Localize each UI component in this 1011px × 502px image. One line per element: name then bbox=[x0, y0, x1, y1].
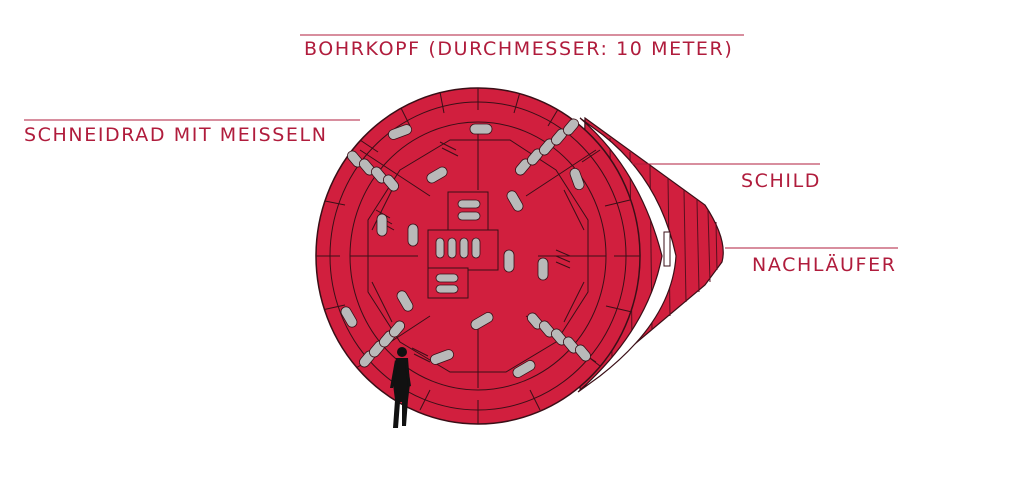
schild-shield bbox=[577, 117, 677, 393]
label-schild: SCHILD bbox=[741, 170, 822, 192]
human-silhouette-icon bbox=[390, 347, 411, 428]
label-schneidrad: SCHNEIDRAD MIT MEISSELN bbox=[24, 124, 328, 146]
label-nachlaufer: NACHLÄUFER bbox=[752, 254, 897, 276]
label-bohrkopf: BOHRKOPF (DURCHMESSER: 10 METER) bbox=[304, 38, 734, 60]
leader-lines bbox=[24, 34, 898, 249]
cutter-tools bbox=[340, 118, 591, 378]
